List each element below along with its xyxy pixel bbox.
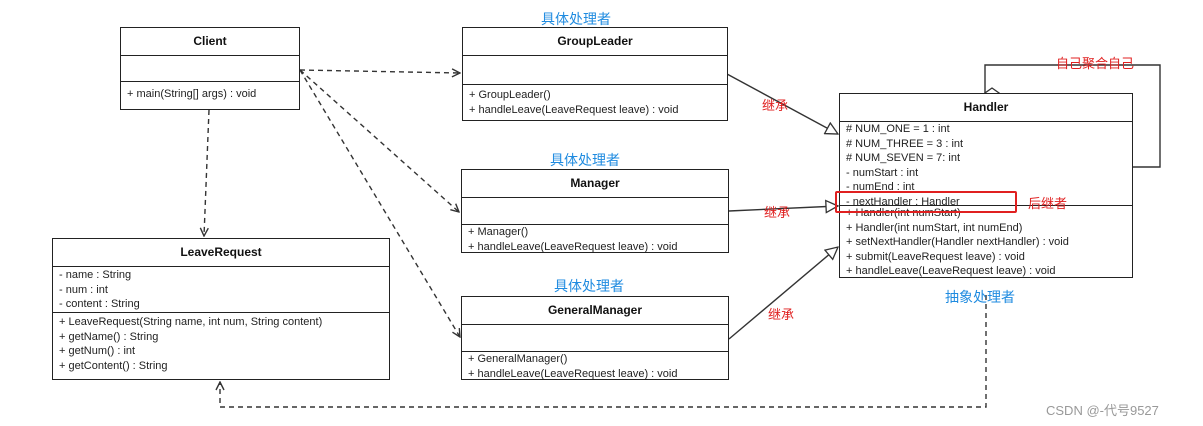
dependency-client-manager <box>299 69 459 212</box>
attributes-section: - name : String - num : int - content : … <box>53 267 389 313</box>
annotation-concrete-handler-manager: 具体处理者 <box>550 153 620 169</box>
operations-section: + LeaveRequest(String name, int num, Str… <box>53 313 389 375</box>
operation: + getName() : String <box>59 330 159 343</box>
annotation-abstract-handler: 抽象处理者 <box>945 290 1015 306</box>
inheritance-groupleader-handler <box>726 73 838 134</box>
inheritance-generalmanager-handler <box>728 247 838 340</box>
dependency-handler-leaverequest <box>220 295 987 408</box>
operation: + setNextHandler(Handler nextHandler) : … <box>846 236 1069 249</box>
attributes-section <box>121 56 299 82</box>
attribute: - numEnd : int <box>846 181 915 194</box>
watermark: CSDN @-代号9527 <box>1046 403 1159 418</box>
annotation-self-aggregation: 自己聚合自己 <box>1056 57 1135 72</box>
operation: + handleLeave(LeaveRequest leave) : void <box>846 265 1056 278</box>
operations-section: + GroupLeader() + handleLeave(LeaveReque… <box>463 85 727 119</box>
attribute: - nextHandler : Handler <box>846 195 960 206</box>
operations-section: + Manager() + handleLeave(LeaveRequest l… <box>462 225 728 256</box>
attribute: # NUM_ONE = 1 : int <box>846 123 950 135</box>
class-name: Handler <box>840 94 1132 122</box>
operation: + Handler(int numStart, int numEnd) <box>846 221 1023 234</box>
class-name: Manager <box>462 170 728 198</box>
attributes-section <box>463 56 727 85</box>
annotation-successor: 后继者 <box>1028 197 1068 212</box>
attribute: # NUM_THREE = 3 : int <box>846 137 964 150</box>
operation: + handleLeave(LeaveRequest leave) : void <box>468 367 678 380</box>
attributes-section <box>462 325 728 352</box>
self-aggregation-handler <box>985 64 1161 168</box>
operation: + handleLeave(LeaveRequest leave) : void <box>469 103 679 116</box>
class-name: GroupLeader <box>463 28 727 56</box>
class-name: LeaveRequest <box>53 239 389 267</box>
class-name: Client <box>121 28 299 56</box>
operation: + Handler(int numStart) <box>846 207 961 219</box>
operation: + main(String[] args) : void <box>127 88 257 100</box>
attribute: - name : String <box>59 269 132 281</box>
annotation-inherit-groupleader: 继承 <box>762 99 789 114</box>
dependency-client-leaverequest <box>204 109 210 236</box>
operation: + getContent() : String <box>59 359 168 372</box>
annotation-concrete-handler-groupleader: 具体处理者 <box>541 12 611 28</box>
class-client[interactable]: Client + main(String[] args) : void <box>120 27 300 110</box>
operation: + GroupLeader() <box>469 89 551 101</box>
operations-section: + Handler(int numStart) + Handler(int nu… <box>840 206 1132 281</box>
attributes-section <box>462 198 728 225</box>
dependency-client-groupleader <box>299 70 460 73</box>
class-groupleader[interactable]: GroupLeader + GroupLeader() + handleLeav… <box>462 27 728 121</box>
operation: + GeneralManager() <box>468 353 568 365</box>
attribute: - content : String <box>59 298 140 311</box>
operation: + submit(LeaveRequest leave) : void <box>846 250 1025 263</box>
operation: + handleLeave(LeaveRequest leave) : void <box>468 240 678 253</box>
operation: + LeaveRequest(String name, int num, Str… <box>59 316 323 328</box>
class-name: GeneralManager <box>462 297 728 325</box>
next-handler-highlight <box>835 191 1017 213</box>
attribute: # NUM_SEVEN = 7: int <box>846 152 961 165</box>
attribute: - num : int <box>59 283 108 296</box>
attribute: - numStart : int <box>846 166 919 179</box>
class-manager[interactable]: Manager + Manager() + handleLeave(LeaveR… <box>461 169 729 253</box>
dependency-client-generalmanager <box>299 69 460 337</box>
annotation-concrete-handler-generalmanager: 具体处理者 <box>554 279 624 295</box>
inheritance-manager-handler <box>728 206 838 211</box>
class-handler[interactable]: Handler # NUM_ONE = 1 : int # NUM_THREE … <box>839 93 1133 278</box>
annotation-inherit-generalmanager: 继承 <box>768 308 795 323</box>
operations-section: + main(String[] args) : void <box>121 82 299 104</box>
operations-section: + GeneralManager() + handleLeave(LeaveRe… <box>462 352 728 383</box>
annotation-inherit-manager: 继承 <box>764 206 791 221</box>
operation: + getNum() : int <box>59 345 136 358</box>
class-generalmanager[interactable]: GeneralManager + GeneralManager() + hand… <box>461 296 729 380</box>
attributes-section: # NUM_ONE = 1 : int # NUM_THREE = 3 : in… <box>840 122 1132 206</box>
class-leaverequest[interactable]: LeaveRequest - name : String - num : int… <box>52 238 390 380</box>
operation: + Manager() <box>468 226 529 238</box>
